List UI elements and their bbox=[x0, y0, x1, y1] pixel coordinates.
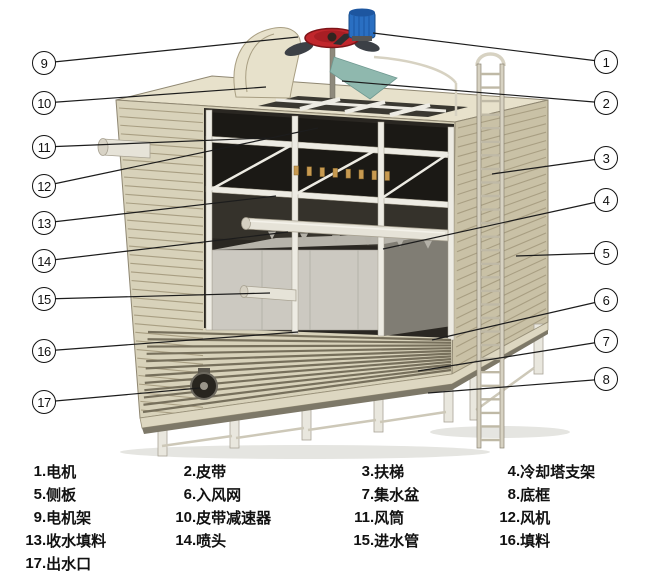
legend-item-10: 10.皮带减速器 bbox=[175, 509, 272, 527]
legend-item-12: 12.风机 bbox=[499, 509, 551, 527]
callout-2: 2 bbox=[594, 91, 618, 115]
callout-16: 16 bbox=[32, 339, 56, 363]
legend-item-16: 16.填料 bbox=[499, 532, 551, 550]
outer-pipe bbox=[97, 138, 151, 159]
legend-item-3: 3.扶梯 bbox=[361, 463, 405, 481]
callout-12: 12 bbox=[32, 174, 56, 198]
callout-8: 8 bbox=[594, 367, 618, 391]
fan-blade bbox=[329, 56, 398, 100]
water-basin bbox=[139, 321, 549, 434]
sprinkler-pegs bbox=[293, 165, 390, 181]
legend-item-1: 1.电机 bbox=[33, 463, 77, 481]
callout-1: 1 bbox=[594, 50, 618, 74]
callout-3: 3 bbox=[594, 146, 618, 170]
leg-braces bbox=[161, 366, 535, 448]
distribution-pipe bbox=[241, 217, 449, 242]
callout-5: 5 bbox=[594, 241, 618, 265]
legend-item-15: 15.进水管 bbox=[353, 532, 420, 550]
callout-6: 6 bbox=[594, 288, 618, 312]
legend-item-4: 4.冷却塔支架 bbox=[507, 463, 596, 481]
legend-item-9: 9.电机架 bbox=[33, 509, 92, 527]
legend-item-13: 13.收水填料 bbox=[25, 532, 107, 550]
legend-item-6: 6.入风网 bbox=[183, 486, 242, 504]
spray-nozzles bbox=[268, 231, 432, 249]
legend-item-5: 5.侧板 bbox=[33, 486, 77, 504]
legend-item-17: 17.出水口 bbox=[25, 555, 92, 573]
motor-support-rail bbox=[373, 55, 458, 116]
callout-9: 9 bbox=[32, 51, 56, 75]
legend: 1.电机 2.皮带 3.扶梯 4.冷却塔支架 5.侧板 6.入风网 7.集水盆 … bbox=[18, 460, 632, 575]
callout-7: 7 bbox=[594, 329, 618, 353]
legend-item-7: 7.集水盆 bbox=[361, 486, 420, 504]
callout-15: 15 bbox=[32, 287, 56, 311]
top-opening bbox=[258, 96, 468, 117]
interior-cutaway bbox=[204, 108, 455, 341]
callout-10: 10 bbox=[32, 91, 56, 115]
callout-17: 17 bbox=[32, 390, 56, 414]
leader-lines bbox=[43, 32, 607, 403]
legend-item-14: 14.喷头 bbox=[175, 532, 227, 550]
legend-item-11: 11.风筒 bbox=[354, 509, 405, 527]
callout-11: 11 bbox=[32, 135, 56, 159]
callout-14: 14 bbox=[32, 249, 56, 273]
motor bbox=[348, 8, 376, 41]
cooling-tower-illustration bbox=[43, 8, 607, 459]
legend-item-2: 2.皮带 bbox=[183, 463, 227, 481]
callout-13: 13 bbox=[32, 211, 56, 235]
legend-item-8: 8.底框 bbox=[507, 486, 551, 504]
left-panel-louvers bbox=[118, 107, 204, 417]
ladder bbox=[475, 52, 506, 449]
callout-4: 4 bbox=[594, 188, 618, 212]
fan-assembly bbox=[284, 8, 398, 100]
outlet-wheel bbox=[190, 368, 218, 400]
fan-cowl bbox=[233, 27, 301, 99]
